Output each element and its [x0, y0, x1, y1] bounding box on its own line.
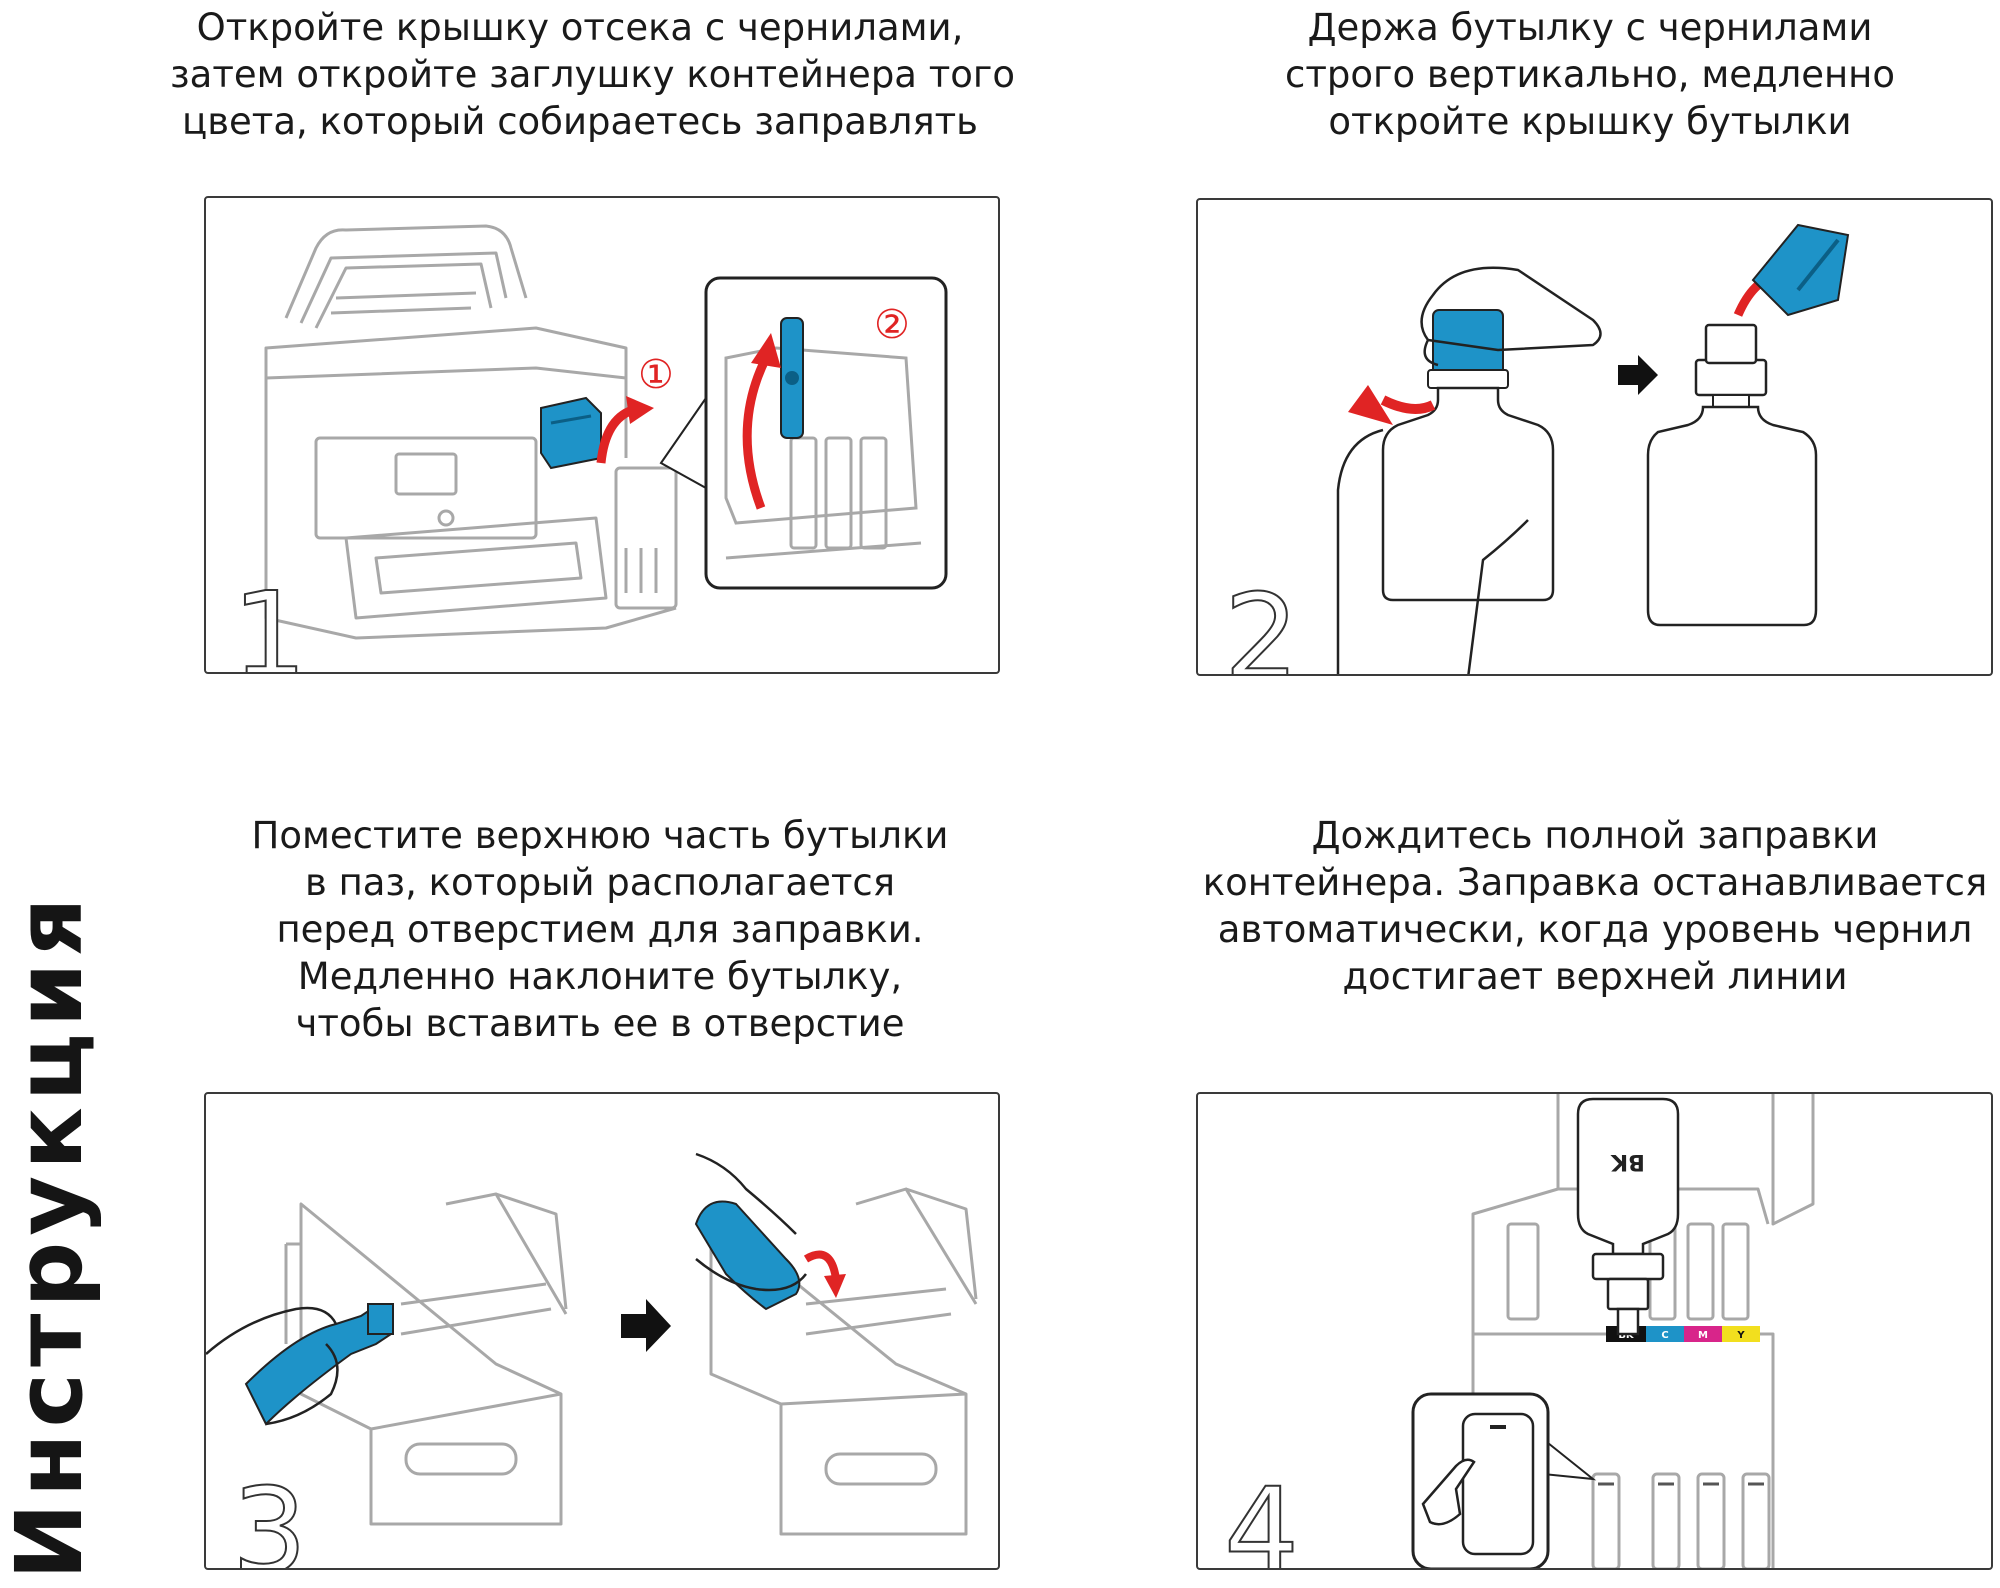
step-1-number: 1: [231, 566, 308, 674]
bottle-open-illustration: [1336, 223, 1850, 674]
removed-cap-icon: [1733, 223, 1850, 317]
printer-right-outline: [709, 1187, 978, 1536]
step-2-panel: 2: [1196, 198, 1993, 676]
step-1-panel: ① ② 1: [204, 196, 1000, 674]
twist-arrow-icon: [1348, 385, 1436, 425]
next-arrow-icon: [621, 1299, 671, 1352]
tank-label-y: Y: [1736, 1330, 1745, 1341]
printer-left-outline: [284, 1192, 568, 1526]
open-arrow-2-icon: [742, 333, 781, 510]
marker-2: ②: [874, 302, 910, 348]
bottle-label: BK: [1610, 1149, 1645, 1174]
hand-left-icon: [206, 1306, 339, 1426]
caption-line: автоматически, когда уровень чернил: [1217, 908, 1973, 951]
caption-line: в паз, который располагается: [305, 861, 895, 904]
inverted-bottle-icon: BK: [1576, 1097, 1680, 1336]
tank-label-c: C: [1661, 1330, 1668, 1341]
side-title: Инструкция: [0, 891, 103, 1580]
next-arrow-icon: [1618, 355, 1658, 395]
bottle-left-icon: [244, 1303, 394, 1426]
phone-callout: [1411, 1392, 1597, 1568]
caption-line: строго вертикально, медленно: [1284, 53, 1896, 96]
caption-line: затем откройте заглушку контейнера того: [170, 53, 1016, 96]
caption-line: Дождитесь полной заправки: [1311, 814, 1879, 857]
caption-line: контейнера. Заправка останавливается: [1202, 861, 1988, 904]
tank-label-m: M: [1698, 1330, 1708, 1341]
open-bottle-icon: [1646, 323, 1818, 627]
caption-line: откройте крышку бутылки: [1328, 100, 1852, 143]
ink-cover-icon: [540, 396, 602, 470]
caption-line: Откройте крышку отсека с чернилами,: [196, 6, 964, 49]
step-3-number: 3: [231, 1462, 308, 1570]
step-3-panel: 3: [204, 1092, 1000, 1570]
open-arrow-1-icon: [596, 396, 654, 464]
hand-right-icon: [695, 1152, 807, 1292]
step-2-number: 2: [1223, 568, 1300, 676]
printer-outline-icon: [264, 224, 678, 640]
phone-icon: [1461, 1412, 1535, 1556]
tank-label-bk: BK: [1618, 1330, 1635, 1341]
step-4-panel: BK C M Y BK 4: [1196, 1092, 1993, 1570]
marker-1: ①: [638, 352, 674, 398]
tank-fill-illustration: BK C M Y BK: [1411, 1094, 1815, 1568]
caption-line: Медленно наклоните бутылку,: [297, 955, 903, 998]
caption-line: Держа бутылку с чернилами: [1307, 6, 1873, 49]
color-labels: BK C M Y: [1606, 1326, 1760, 1342]
step-4-number: 4: [1223, 1462, 1300, 1570]
caption-line: чтобы вставить ее в отверстие: [295, 1002, 905, 1045]
tank-cap-icon: [780, 317, 804, 439]
caption-line: цвета, который собираетесь заправлять: [182, 100, 978, 143]
bottle-insert-illustration: [206, 1152, 978, 1536]
tilt-arrow-icon: [803, 1250, 846, 1298]
step-3-caption: Поместите верхнюю часть бутылки в паз, к…: [190, 812, 1010, 1047]
held-bottle-icon: [1381, 309, 1555, 602]
caption-line: Поместите верхнюю часть бутылки: [251, 814, 949, 857]
tank-slots-outline: [724, 346, 922, 560]
step-1-caption: Откройте крышку отсека с чернилами, зате…: [170, 4, 1016, 145]
tap-hand-icon: [1421, 1458, 1476, 1526]
caption-line: перед отверстием для заправки.: [276, 908, 924, 951]
step-2-caption: Держа бутылку с чернилами строго вертика…: [1190, 4, 1990, 145]
step-4-caption: Дождитесь полной заправки контейнера. За…: [1190, 812, 2000, 1000]
printer-open-illustration: ① ②: [264, 224, 948, 640]
hand-icon: [1336, 266, 1602, 674]
caption-line: достигает верхней линии: [1342, 955, 1848, 998]
